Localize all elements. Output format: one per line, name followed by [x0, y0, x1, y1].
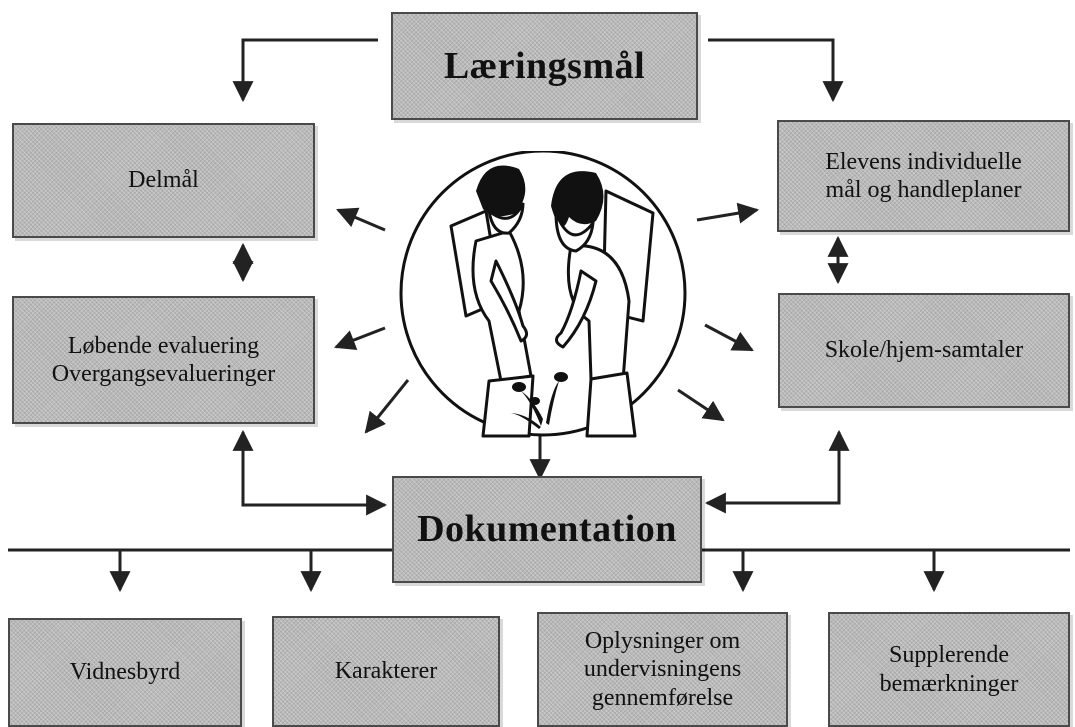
delmaal-box: Delmål — [12, 123, 315, 238]
vidnesbyrd-label: Vidnesbyrd — [69, 659, 181, 686]
oplysninger-box: Oplysninger om undervisningens gennemfør… — [537, 612, 788, 727]
dokumentation-box: Dokumentation — [392, 476, 702, 583]
delmaal-label: Delmål — [128, 167, 199, 194]
arrow-samtaler-dokumentation — [704, 429, 850, 514]
evaluering-label: Løbende evaluering Overgangsevalueringer — [51, 332, 276, 387]
samtaler-label: Skole/hjem-samtaler — [824, 337, 1024, 364]
dokumentation-title: Dokumentation — [417, 508, 677, 551]
oplysninger-label: Oplysninger om undervisningens gennemfør… — [583, 628, 742, 711]
arrow-evaluering-dokumentation — [232, 429, 388, 516]
karakterer-label: Karakterer — [334, 658, 438, 685]
vidnesbyrd-box: Vidnesbyrd — [8, 618, 242, 727]
arrow-to-elevens-maal — [708, 38, 844, 103]
arrow-circle-elevens — [696, 202, 760, 224]
arrow-to-delmaal — [232, 38, 378, 103]
supplerende-label: Supplerende bemærkninger — [879, 642, 1019, 697]
arrow-circle-lower-right — [677, 388, 725, 422]
laeringsmaal-title: Læringsmål — [443, 44, 646, 87]
arrow-circle-evaluering — [334, 326, 386, 350]
elevens-maal-label: Elevens individuelle mål og handleplaner — [825, 148, 1022, 203]
elevens-maal-box: Elevens individuelle mål og handleplaner — [777, 120, 1070, 232]
arrow-circle-samtaler — [704, 323, 754, 352]
laeringsmaal-box: Læringsmål — [391, 12, 698, 120]
supplerende-box: Supplerende bemærkninger — [828, 612, 1070, 727]
samtaler-box: Skole/hjem-samtaler — [778, 293, 1070, 408]
evaluering-box: Løbende evaluering Overgangsevalueringer — [12, 296, 315, 424]
two-children-with-backpacks-looking-at-flower-icon — [399, 151, 687, 438]
karakterer-box: Karakterer — [272, 616, 500, 727]
arrow-circle-delmaal — [336, 207, 386, 232]
arrow-circle-lower-left — [364, 379, 410, 434]
